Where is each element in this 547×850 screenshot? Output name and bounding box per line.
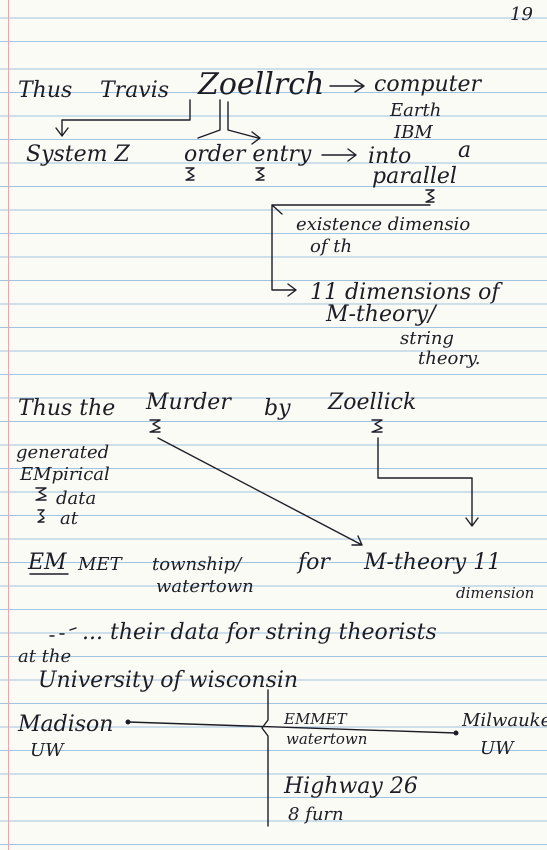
into-text: into: [368, 144, 412, 169]
highway-26-text: Highway 26: [284, 774, 418, 799]
squiggle-under-order: [185, 167, 195, 181]
at-the-text: at the: [18, 646, 72, 667]
of-th-text: of th: [310, 236, 353, 257]
madison-milwaukee-line: [127, 721, 457, 734]
thus-text: Thus: [18, 78, 73, 103]
uw-left-text: UW: [30, 740, 64, 761]
eleven-dimensions-text: 11 dimensions of: [310, 280, 500, 305]
watertown-text: watertown: [156, 576, 254, 597]
m-theory-text: M-theory/: [326, 302, 436, 327]
squiggle-under-entry: [255, 167, 265, 181]
bracket-parallel-to-dimensions: [271, 204, 431, 297]
zoellrch-text: Zoellrch: [198, 67, 325, 102]
computer-text: computer: [374, 72, 482, 97]
university-text: University of wisconsin: [38, 668, 299, 693]
by-text: by: [264, 396, 291, 421]
string-text: string: [400, 328, 454, 349]
m-theory-11-text: M-theory 11: [364, 550, 502, 575]
arrow-zoellrch-to-computer: [329, 79, 365, 93]
bracket-zoellick-to-dimension: [377, 437, 479, 527]
generated-text: generated: [16, 442, 110, 463]
em-text: EM: [28, 550, 67, 575]
squiggle-under-parallel: [425, 189, 435, 203]
at-text: at: [60, 508, 78, 529]
met-text: MET: [78, 554, 122, 575]
eight-furn-text: 8 furn: [288, 804, 344, 825]
thus-the-text: Thus the: [18, 396, 116, 421]
zoellick-text: Zoellick: [328, 390, 417, 415]
murder-text: Murder: [146, 390, 231, 415]
madison-dot: [125, 719, 131, 725]
township-text: township/: [152, 554, 242, 575]
milwaukee-dot: [453, 730, 459, 736]
uw-right-text: UW: [480, 738, 514, 759]
data-text: data: [56, 488, 97, 509]
ellipsis-mark: [49, 627, 77, 637]
milwaukee-text: Milwaukee: [462, 710, 547, 731]
bracket-zoellrch-to-order-entry: [197, 99, 261, 145]
existence-dimension-text: existence dimensio: [296, 214, 471, 235]
squiggle-left-at: [37, 509, 45, 523]
theory-text: theory.: [418, 348, 481, 369]
squiggle-left-data: [35, 487, 47, 501]
a-text: a: [458, 138, 472, 163]
travis-text: Travis: [100, 78, 170, 103]
earth-text: Earth: [390, 100, 442, 121]
system-z-text: System Z: [26, 142, 130, 167]
watertown-small-text: watertown: [286, 730, 368, 748]
page-number: 19: [510, 4, 533, 25]
arrow-order-entry-to-into: [321, 148, 357, 162]
ibm-text: IBM: [394, 122, 433, 143]
margin-line: [8, 0, 9, 850]
bracket-travis-to-system-z: [55, 99, 191, 137]
dimension-text: dimension: [456, 584, 535, 602]
their-data-line: ... their data for string theorists: [82, 620, 437, 645]
squiggle-under-zoellick: [371, 419, 383, 433]
for-text: for: [298, 550, 330, 575]
emmet-text: EMMET: [284, 710, 347, 728]
empirical-text: EMpirical: [20, 464, 110, 485]
arrow-murder-to-m-theory: [157, 437, 363, 546]
vertical-bracket: [261, 689, 269, 827]
squiggle-under-murder: [149, 419, 161, 433]
parallel-text: parallel: [372, 164, 457, 189]
order-entry-text: order entry: [184, 142, 312, 167]
madison-text: Madison: [18, 712, 114, 737]
